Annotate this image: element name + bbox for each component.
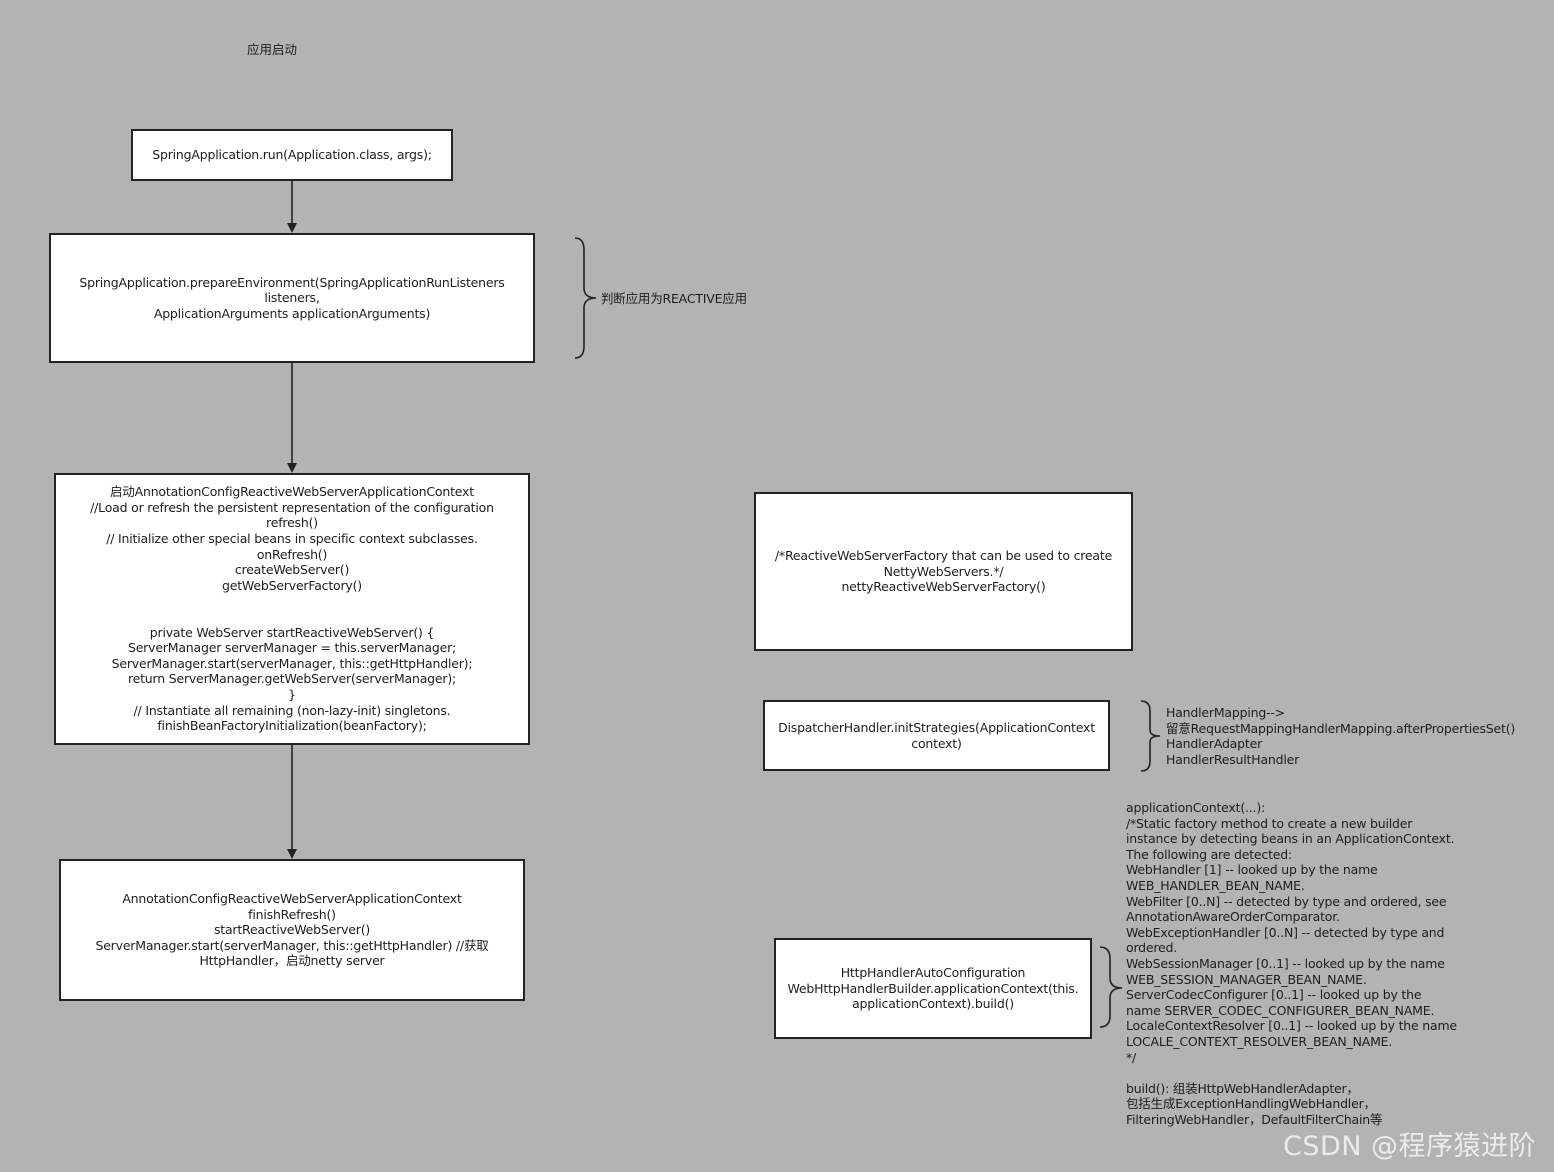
annotation-reactive-check: 判断应用为REACTIVE应用 bbox=[601, 291, 747, 306]
brace-builder-notes bbox=[1099, 946, 1123, 1028]
brace-reactive-check bbox=[574, 237, 597, 359]
node-http-handler-auto-configuration: HttpHandlerAutoConfiguration WebHttpHand… bbox=[774, 938, 1092, 1039]
node-start-application-context: 启动AnnotationConfigReactiveWebServerAppli… bbox=[54, 473, 530, 745]
node-prepare-environment: SpringApplication.prepareEnvironment(Spr… bbox=[49, 233, 535, 363]
annotation-dispatcher-strategies: HandlerMapping--> 留意RequestMappingHandle… bbox=[1166, 705, 1516, 767]
annotation-builder-notes: applicationContext(...): /*Static factor… bbox=[1126, 800, 1457, 1127]
diagram-title: 应用启动 bbox=[247, 42, 298, 57]
node-netty-web-server-factory: /*ReactiveWebServerFactory that can be u… bbox=[754, 492, 1133, 651]
node-dispatcher-handler: DispatcherHandler.initStrategies(Applica… bbox=[763, 700, 1110, 771]
brace-dispatcher-strategies bbox=[1140, 700, 1161, 772]
watermark: CSDN @程序猿进阶 bbox=[1283, 1131, 1537, 1162]
node-finish-refresh: AnnotationConfigReactiveWebServerApplica… bbox=[59, 859, 525, 1001]
node-spring-application-run: SpringApplication.run(Application.class,… bbox=[131, 129, 453, 181]
